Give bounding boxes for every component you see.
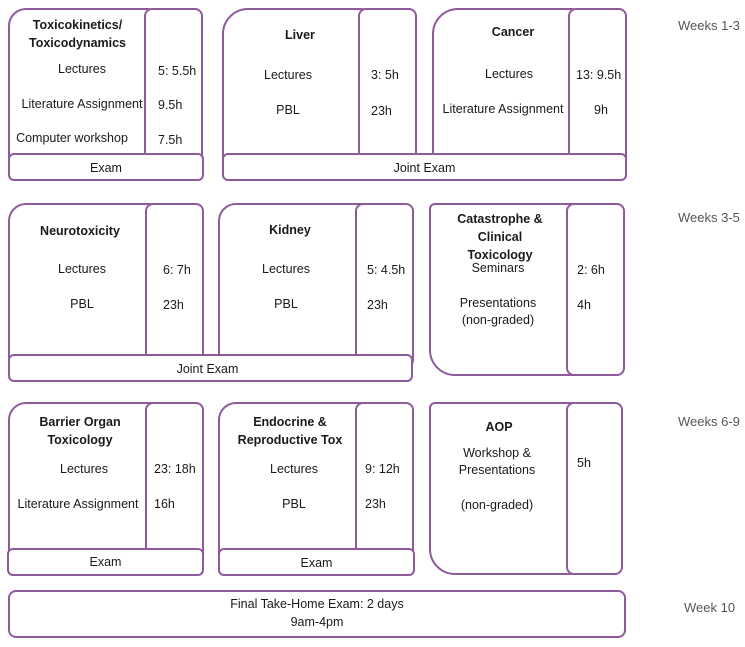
module-kidney-row-label: PBL	[274, 297, 298, 311]
module-neurotoxicity-hours-panel	[145, 203, 204, 368]
exam-liver-cancer-joint-label: Joint Exam	[393, 161, 456, 175]
week-label: Weeks 1-3	[678, 18, 740, 33]
module-liver-row-label: PBL	[276, 103, 300, 117]
module-aop-hours-panel	[566, 402, 623, 575]
module-catastrophe-row-value: 2: 6h	[577, 263, 605, 277]
week-label: Weeks 3-5	[678, 210, 740, 225]
module-barrier-title: Barrier Organ Toxicology	[39, 415, 121, 447]
module-liver-row-label: Lectures	[264, 68, 312, 82]
module-toxicokinetics-card	[8, 8, 154, 166]
module-aop-row-value: 5h	[577, 456, 591, 470]
week-label: Weeks 6-9	[678, 414, 740, 429]
final-exam-line2: 9am-4pm	[290, 615, 344, 629]
module-barrier-row-label: Lectures	[60, 462, 108, 476]
module-cancer-row-value: 9h	[594, 103, 608, 117]
module-toxicokinetics-title: Toxicokinetics/ Toxicodynamics	[28, 18, 127, 50]
module-neurotoxicity-title: Neurotoxicity	[40, 224, 120, 238]
module-catastrophe-title: Catastrophe & Clinical Toxicology	[457, 212, 543, 262]
module-toxicokinetics-row-value: 9.5h	[158, 98, 183, 112]
exam-neuro-kidney-joint-label: Joint Exam	[176, 362, 239, 376]
module-toxicokinetics-row-label: Computer workshop	[16, 131, 128, 145]
module-toxicokinetics-row-label: Literature Assignment	[21, 97, 143, 111]
module-cancer-title: Cancer	[491, 25, 535, 39]
module-neurotoxicity-card	[8, 203, 156, 368]
module-endocrine-row-label: PBL	[282, 497, 306, 511]
module-liver-title: Liver	[285, 28, 315, 42]
module-cancer-row-label: Lectures	[485, 67, 533, 81]
exam-toxicokinetics-bar: Exam	[8, 153, 204, 181]
module-toxicokinetics-hours-panel	[144, 8, 203, 166]
module-catastrophe-card	[429, 203, 579, 376]
module-endocrine-hours-panel	[355, 402, 414, 562]
module-barrier-row-value: 23: 18h	[154, 462, 196, 476]
module-catastrophe-row-value: 4h	[577, 298, 591, 312]
module-liver-row-value: 23h	[371, 104, 392, 118]
module-neurotoxicity-row-value: 6: 7h	[163, 263, 191, 277]
module-kidney-row-label: Lectures	[262, 262, 310, 276]
module-aop-card	[429, 402, 579, 575]
exam-endocrine-label: Exam	[300, 556, 333, 570]
week-label: Week 10	[684, 600, 736, 615]
final-exam-bar: Final Take-Home Exam: 2 days 9am-4pm	[8, 590, 626, 638]
module-barrier-hours-panel	[145, 402, 204, 562]
module-catastrophe-hours-panel	[566, 203, 625, 376]
module-kidney-title: Kidney	[269, 223, 311, 237]
module-liver-row-value: 3: 5h	[371, 68, 399, 82]
exam-neuro-kidney-joint-bar: Joint Exam	[8, 354, 413, 382]
module-kidney-hours-panel	[355, 203, 414, 368]
exam-liver-cancer-joint-bar: Joint Exam	[222, 153, 627, 181]
module-neurotoxicity-row-label: PBL	[70, 297, 94, 311]
module-endocrine-row-value: 9: 12h	[365, 462, 400, 476]
module-aop-title: AOP	[485, 420, 513, 434]
exam-barrier-bar: Exam	[7, 548, 204, 576]
module-cancer-card	[432, 8, 578, 166]
module-cancer-hours-panel	[568, 8, 627, 166]
module-catastrophe-row-label: Seminars	[471, 261, 525, 275]
module-cancer-row-label: Literature Assignment	[442, 102, 564, 116]
module-kidney-row-value: 23h	[367, 298, 388, 312]
exam-toxicokinetics-label: Exam	[90, 161, 122, 175]
module-barrier-row-value: 16h	[154, 497, 175, 511]
exam-barrier-label: Exam	[89, 555, 122, 569]
module-kidney-card	[218, 203, 366, 368]
module-toxicokinetics-row-label: Lectures	[58, 62, 106, 76]
module-aop-row-label: (non-graded)	[460, 498, 534, 512]
module-neurotoxicity-row-value: 23h	[163, 298, 184, 312]
module-endocrine-row-value: 23h	[365, 497, 386, 511]
module-catastrophe-row-label: Presentations (non-graded)	[459, 296, 537, 327]
module-barrier-row-label: Literature Assignment	[17, 497, 139, 511]
exam-endocrine-bar: Exam	[218, 548, 415, 576]
module-barrier-card	[8, 402, 156, 562]
final-exam-line1: Final Take-Home Exam: 2 days	[230, 597, 404, 611]
module-neurotoxicity-row-label: Lectures	[58, 262, 106, 276]
module-liver-hours-panel	[358, 8, 417, 166]
module-aop-row-label: Workshop & Presentations	[458, 446, 536, 477]
module-cancer-row-value: 13: 9.5h	[576, 68, 622, 82]
module-toxicokinetics-row-value: 5: 5.5h	[158, 64, 197, 78]
module-kidney-row-value: 5: 4.5h	[367, 263, 406, 277]
module-toxicokinetics-row-value: 7.5h	[158, 133, 183, 147]
module-endocrine-row-label: Lectures	[270, 462, 318, 476]
module-endocrine-title: Endocrine & Reproductive Tox	[237, 415, 343, 447]
